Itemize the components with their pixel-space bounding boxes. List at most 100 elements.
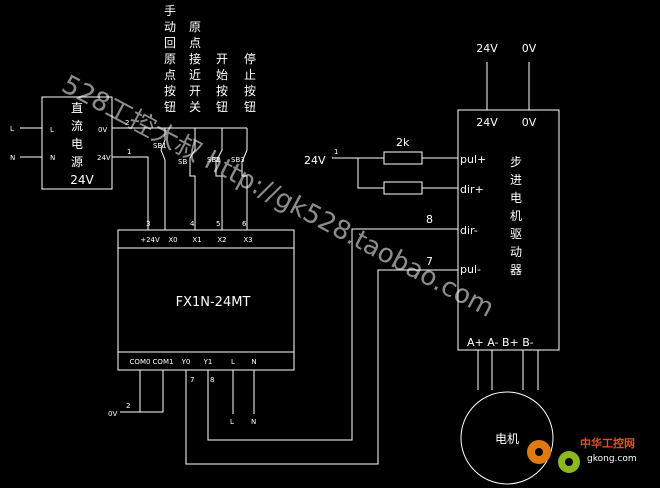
wire-number-8a: 8 [210, 376, 214, 384]
wire-number-4: 4 [190, 220, 195, 228]
svg-text:动: 动 [164, 20, 176, 34]
svg-text:关: 关 [189, 100, 201, 114]
power-supply-label-1: 流 [71, 119, 83, 133]
plc-model: FX1N-24MT [176, 295, 251, 310]
switch-labels: 手 动 回 原 点 按 钮 原 点 接 近 开 关 开 始 按 钮 停 止 按 … [164, 4, 256, 114]
wire-number-1b: 1 [334, 148, 338, 156]
power-supply-box [41, 96, 113, 190]
driver-motor-outputs: A+ A- B+ B- [467, 336, 534, 349]
svg-text:电: 电 [510, 191, 522, 205]
ps-terminal-l: L [50, 126, 54, 134]
ps-terminal-24v: 24V [97, 154, 111, 162]
plc-mains-n: N [251, 418, 256, 426]
ps-terminal-0v: 0V [98, 126, 107, 134]
svg-text:回: 回 [164, 36, 176, 50]
plc-terminal-24v: +24V [140, 236, 160, 244]
wire-number-7a: 7 [190, 376, 194, 384]
switch-sb3-label: SB3 [231, 156, 245, 164]
svg-text:手: 手 [164, 4, 176, 18]
stepper-driver-box [457, 109, 560, 351]
wire-number-2b: 2 [126, 402, 130, 410]
svg-text:钮: 钮 [216, 99, 228, 114]
svg-text:始: 始 [216, 68, 228, 82]
driver-dir-plus: dir+ [460, 183, 484, 196]
driver-pul-plus: pul+ [460, 153, 486, 166]
driver-dir-minus: dir- [460, 224, 478, 237]
switch-sb [189, 128, 196, 230]
plc-terminal-x0: X0 [168, 236, 177, 244]
svg-text:器: 器 [510, 263, 522, 277]
plc-0v-label: 0V [108, 410, 117, 418]
svg-text:近: 近 [189, 68, 201, 82]
wire-number-2: 2 [125, 119, 129, 127]
power-supply-label-0: 直 [71, 101, 83, 115]
svg-text:驱: 驱 [510, 227, 522, 241]
ps-mains-l: L [10, 125, 14, 133]
label-manual-home-button: 手 动 回 原 点 按 钮 [164, 4, 176, 114]
plc-terminal-com0: COM0 [130, 358, 151, 366]
wire-number-3: 3 [146, 220, 150, 228]
wire-number-8b: 8 [426, 213, 433, 226]
wire-8 [207, 228, 458, 441]
plc-terminal-x2: X2 [217, 236, 226, 244]
logo-cn: 中华工控网 [580, 436, 635, 450]
motor-label: 电机 [495, 432, 519, 446]
driver-terminal-24v: 24V [476, 116, 498, 129]
driver-pul-minus: pul- [460, 263, 481, 276]
switch-sb2 [215, 128, 223, 230]
svg-text:原: 原 [164, 52, 176, 66]
switch-sb2-label: SB2 [207, 156, 221, 164]
resistor-2k [383, 151, 423, 165]
plc-terminal-x1: X1 [192, 236, 201, 244]
svg-text:步: 步 [510, 155, 522, 169]
supply-0v-label: 0V [522, 42, 537, 55]
gkong-logo: 中华工控网 gkong.com [527, 436, 637, 473]
input-24v-label: 24V [304, 154, 326, 167]
svg-text:开: 开 [189, 84, 201, 98]
wire-number-7b: 7 [426, 255, 433, 268]
label-start-button: 开 始 按 钮 [216, 52, 228, 114]
switch-sb-label: SB [178, 158, 187, 166]
watermark-diagonal: 528工控大叔 http://gk528.taobao.com [57, 70, 499, 324]
wire-number-5: 5 [216, 220, 220, 228]
svg-text:按: 按 [216, 84, 228, 98]
plc-terminal-y1: Y1 [203, 358, 213, 366]
power-supply: 直 流 电 源 24V L N 0V 24V L N [10, 96, 113, 190]
svg-text:钮: 钮 [164, 99, 176, 114]
svg-text:动: 动 [510, 245, 522, 259]
logo-url: gkong.com [587, 454, 637, 464]
switch-sb1 [160, 128, 166, 230]
ps-mains-n: N [10, 154, 15, 162]
plc-terminal-x3: X3 [243, 236, 252, 244]
plc-mains-l: L [230, 418, 234, 426]
svg-text:按: 按 [164, 84, 176, 98]
plc-terminal-y0: Y0 [181, 358, 191, 366]
wire-number-6: 6 [242, 220, 247, 228]
svg-text:接: 接 [189, 51, 201, 66]
motor-circle [460, 391, 554, 485]
plc-terminal-com1: COM1 [153, 358, 174, 366]
label-home-proximity-switch: 原 点 接 近 开 关 [189, 20, 201, 114]
plc-terminal-n: N [251, 358, 256, 366]
svg-text:停: 停 [244, 51, 256, 66]
ps-terminal-n: N [50, 154, 55, 162]
plc-box [117, 229, 295, 371]
power-supply-label-3: 源 [71, 155, 83, 169]
power-supply-label-2: 电 [71, 137, 83, 151]
svg-text:进: 进 [510, 173, 522, 187]
stepper-driver: 24V 0V 24V 0V pul+ dir+ dir- pul- 步 进 电 … [304, 42, 560, 351]
plc-terminal-l: L [231, 358, 235, 366]
wire-number-1: 1 [127, 148, 131, 156]
svg-text:点: 点 [189, 36, 201, 50]
motor: 电机 [460, 350, 554, 485]
switch-sb1-label: SB1 [153, 142, 167, 150]
svg-text:钮: 钮 [244, 99, 256, 114]
label-stop-button: 停 止 按 钮 [244, 51, 256, 114]
power-supply-label-4: 24V [70, 173, 94, 187]
svg-text:开: 开 [216, 52, 228, 66]
resistor-label: 2k [396, 136, 410, 149]
wire-7 [185, 269, 458, 465]
com-wire [139, 370, 164, 413]
wire-1 [112, 156, 149, 230]
